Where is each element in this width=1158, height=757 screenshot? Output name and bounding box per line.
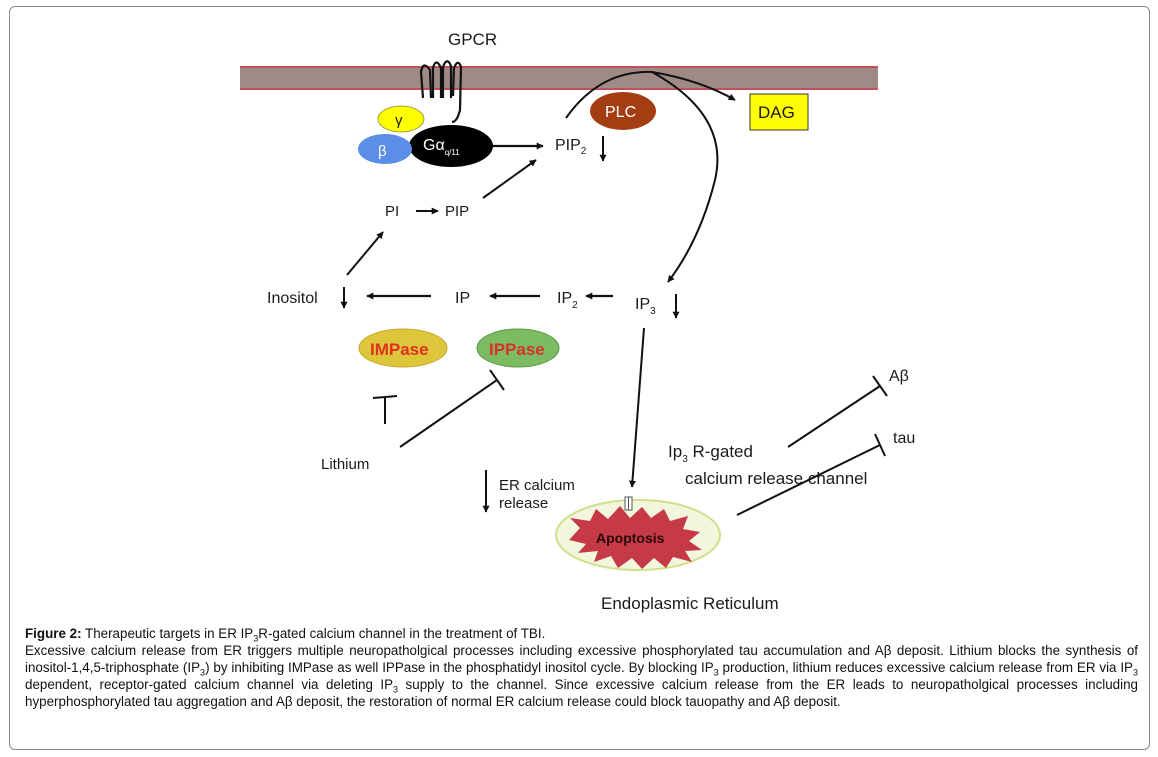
caption-body-3: production, lithium reduces excessive ca… (718, 660, 1133, 675)
ippase-label: IPPase (489, 340, 545, 359)
dag-label: DAG (758, 103, 795, 122)
to-dag-arrow (651, 71, 736, 101)
ip-label: IP (455, 290, 470, 307)
caption-body: Excessive calcium release from ER trigge… (25, 642, 1138, 710)
caption-sub-2: 3 (713, 667, 719, 678)
ip3-to-channel-arrow (628, 327, 645, 488)
galpha-label: Gαq/11 (423, 137, 460, 157)
er-calcium-label-line1: ER calcium (499, 477, 575, 494)
ip2-label: IP2 (557, 290, 578, 311)
cell-membrane (240, 67, 878, 89)
plc-label: PLC (605, 104, 636, 121)
dag-box (749, 93, 809, 131)
gpcr-receptor-icon (419, 60, 463, 124)
gpcr-label: GPCR (448, 30, 497, 49)
abeta-label: Aβ (889, 368, 909, 385)
caption-body-4: dependent, receptor-gated calcium channe… (25, 677, 394, 692)
channel-label-line1: Ip3 R-gated (668, 442, 753, 465)
caption-sub-1: 3 (200, 667, 206, 678)
beta-label: β (378, 143, 387, 160)
inositol-to-pi-arrow (346, 231, 384, 276)
impase-enzyme (358, 328, 448, 368)
caption-sub-3: 3 (1133, 667, 1139, 678)
channel-inhibits-tau (736, 444, 881, 516)
caption-title-sub: 3 (253, 633, 259, 644)
caption-title-b: R-gated calcium channel in the treatment… (258, 626, 546, 641)
beta-subunit (358, 134, 412, 164)
tau-inhibition-bar (874, 433, 886, 457)
apoptosis-blob (569, 506, 702, 569)
tau-label: tau (893, 430, 915, 447)
caption-body-1: Excessive calcium release from ER trigge… (25, 643, 1138, 675)
caption-title: Figure 2: Therapeutic targets in ER IP3R… (25, 625, 1138, 644)
inositol-label: Inositol (267, 290, 318, 307)
channel-inhibits-abeta (787, 385, 881, 448)
er-label: Endoplasmic Reticulum (601, 594, 779, 613)
ip3-label: IP3 (635, 296, 656, 317)
channel-label-line2: calcium release channel (685, 469, 867, 488)
to-ip3-arrow (651, 71, 719, 283)
plc-enzyme (590, 92, 656, 130)
ippase-enzyme (476, 328, 560, 368)
caption-sub-4: 3 (393, 684, 399, 695)
caption-title-a: Therapeutic targets in ER IP (81, 626, 254, 641)
pathway-diagram: GPCR γ β Gαq/11 PLC DAG PIP2 PI PIP Inos… (240, 30, 915, 613)
gamma-subunit (377, 105, 425, 133)
pip2-to-membrane-curve (565, 70, 653, 119)
lithium-inhibits-ippase (399, 379, 498, 448)
apoptosis-label: Apoptosis (596, 530, 665, 546)
impase-label: IMPase (370, 340, 429, 359)
er-calcium-label-line2: release (499, 495, 548, 512)
ippase-inhibition-bar (489, 369, 505, 391)
pip-label: PIP (445, 203, 469, 220)
abeta-inhibition-bar (872, 375, 888, 397)
pip2-label: PIP2 (555, 137, 587, 157)
lithium-label: Lithium (321, 456, 369, 473)
figure-label: Figure 2: (25, 626, 82, 641)
gamma-label: γ (395, 112, 403, 129)
pi-label: PI (385, 203, 399, 220)
impase-inhibition-bar (372, 395, 398, 399)
pip-to-pip2-arrow (482, 159, 537, 199)
caption-body-2: ) by inhibiting IMPase as well IPPase in… (205, 660, 714, 675)
figure-frame (9, 6, 1150, 750)
figure-caption: Figure 2: Therapeutic targets in ER IP3R… (25, 625, 1138, 710)
galpha-subunit (409, 125, 493, 167)
caption-body-5: supply to the channel. Since excessive c… (25, 677, 1139, 709)
